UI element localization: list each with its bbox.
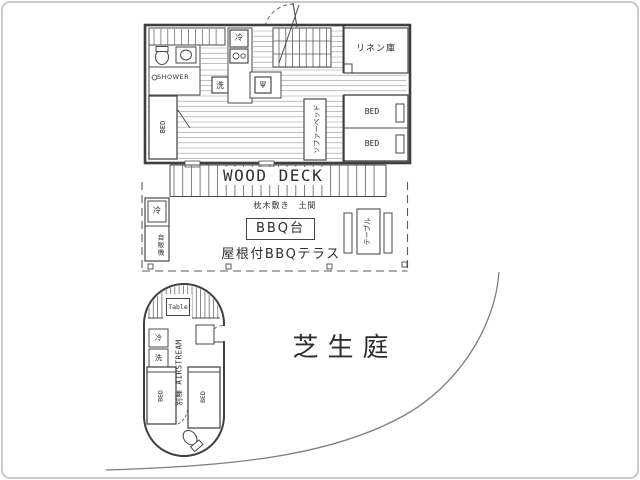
bbq-stand-label: BBQ台	[246, 218, 315, 240]
bench	[383, 212, 393, 254]
floor-planks-hall	[201, 47, 227, 64]
trailer-fridge-box	[148, 328, 169, 348]
sofa-bed-label: ソファーベッド	[287, 105, 347, 154]
basin-icon	[180, 49, 192, 61]
terrace-table	[356, 208, 381, 255]
trailer-sink-label: 洗	[155, 354, 162, 362]
trailer-bed-left-label: BED	[147, 389, 176, 403]
linen-notch	[344, 63, 353, 73]
ground-note-label: 枕木敷き 土間	[253, 201, 317, 210]
burner-icon	[232, 52, 240, 60]
post-icon	[401, 261, 408, 268]
main-building	[143, 2, 412, 168]
bed-left	[148, 95, 178, 160]
bed-right-bottom-label: BED	[364, 139, 380, 148]
sofa-bed	[303, 98, 327, 161]
shower-head-icon	[151, 74, 158, 81]
outer-wall	[143, 23, 412, 165]
washer-box	[211, 76, 229, 94]
burner-icon	[240, 53, 246, 59]
trailer-bed-right-label: BED	[189, 390, 219, 404]
trailer-bed-right	[187, 366, 221, 429]
bed-left-text: BED	[158, 120, 167, 134]
garden-boundary-curve	[105, 271, 500, 471]
washer-label-main: 洗	[216, 81, 224, 90]
bed-left-label: BED	[150, 113, 176, 141]
pillow-icon	[395, 103, 405, 123]
lawn-garden-title: 芝生庭	[292, 333, 398, 363]
bench	[343, 212, 353, 254]
door-swing-arc	[264, 3, 294, 27]
linen-room-label: リネン庫	[355, 44, 396, 54]
trailer-table-label: Table	[166, 298, 190, 316]
trailer-bed-left-text: BED	[156, 390, 165, 402]
bed-right-top-label: BED	[364, 107, 380, 116]
door-leaf	[292, 2, 298, 28]
terrace-fridge-box	[147, 200, 167, 223]
sink-symbol-label: ψ	[260, 79, 266, 89]
pillow-icon	[395, 134, 405, 154]
door-swing-arc	[177, 406, 189, 425]
deck-door	[184, 160, 201, 168]
trailer-bed-right-text: BED	[199, 391, 208, 403]
sofa-bed-text: ソファーベッド	[312, 104, 321, 154]
stairs	[272, 27, 332, 68]
post-icon	[326, 263, 333, 270]
toilet-tank-icon	[155, 46, 169, 52]
sink-icon	[254, 76, 272, 94]
shower-label: SHOWER	[157, 72, 190, 81]
annex-name-text: 別棟 AIRSTREAM	[174, 339, 184, 406]
stair-arrow	[278, 4, 300, 64]
post-icon	[225, 263, 232, 270]
stair-treads	[278, 28, 328, 67]
door-gap	[219, 326, 228, 341]
toilet-icon	[182, 429, 204, 453]
shower-room	[148, 66, 201, 96]
fridge-label-main: 冷	[235, 33, 243, 42]
terrace-title: 屋根付BBQテラス	[221, 247, 341, 262]
terrace-fridge-label: 冷	[153, 206, 161, 215]
closet-hatch	[153, 29, 217, 45]
terrace-table-text: テーブル	[363, 217, 372, 246]
trailer-bed-left	[146, 366, 177, 425]
trailer-fridge-label: 冷	[155, 334, 162, 342]
post-icon	[147, 263, 154, 270]
terrace-table-label: テーブル	[350, 218, 386, 246]
bbq-terrace	[141, 182, 409, 272]
fridge-box	[229, 29, 249, 48]
annex-name-label: 別棟 AIRSTREAM	[128, 339, 232, 405]
closet	[148, 27, 226, 46]
vending-machine-label: 自販機	[156, 233, 164, 257]
trailer-counter	[195, 324, 215, 345]
wood-deck-title: WOOD DECK	[223, 166, 324, 186]
